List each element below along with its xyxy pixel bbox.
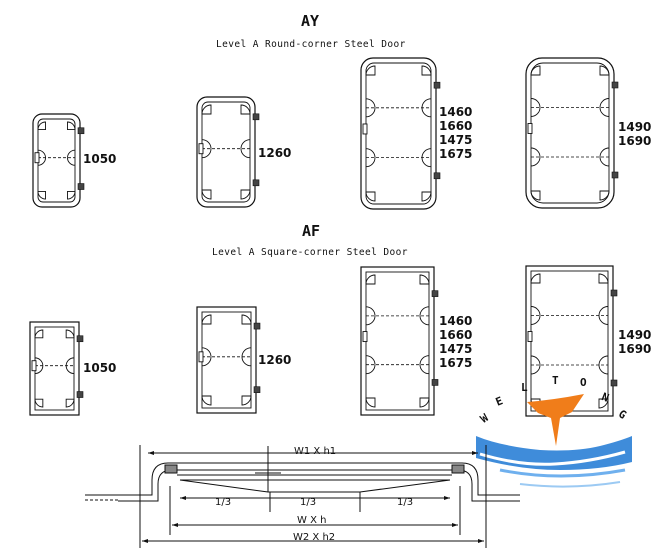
logo-letter-o: O — [580, 376, 587, 389]
dim-outer-top-label: W1 X h1 — [294, 446, 337, 457]
logo-letter-t: T — [552, 374, 559, 387]
third-2-label: 1/3 — [300, 497, 317, 508]
round-door-4 — [525, 57, 619, 209]
square-door-2 — [196, 306, 261, 414]
dim-inner-label: W X h — [297, 515, 327, 526]
square-door-1 — [29, 321, 84, 416]
round-door-3 — [360, 57, 441, 210]
square-door-1-size: 1050 — [83, 361, 117, 375]
third-3-label: 1/3 — [397, 497, 414, 508]
round-door-1 — [32, 113, 85, 208]
dim-outer-bottom-label: W2 X h2 — [293, 532, 336, 543]
square-door-3 — [360, 266, 439, 416]
round-door-2-size: 1260 — [258, 146, 292, 160]
round-section-title: Level A Round-corner Steel Door — [216, 39, 406, 50]
round-section-code: AY — [301, 12, 320, 30]
round-door-2 — [196, 96, 260, 208]
third-1-label: 1/3 — [215, 497, 232, 508]
square-door-2-size: 1260 — [258, 353, 292, 367]
square-section-code: AF — [302, 222, 321, 240]
round-door-1-size: 1050 — [83, 152, 117, 166]
logo-letter-l: L — [521, 381, 528, 394]
square-section-title: Level A Square-corner Steel Door — [212, 247, 408, 258]
